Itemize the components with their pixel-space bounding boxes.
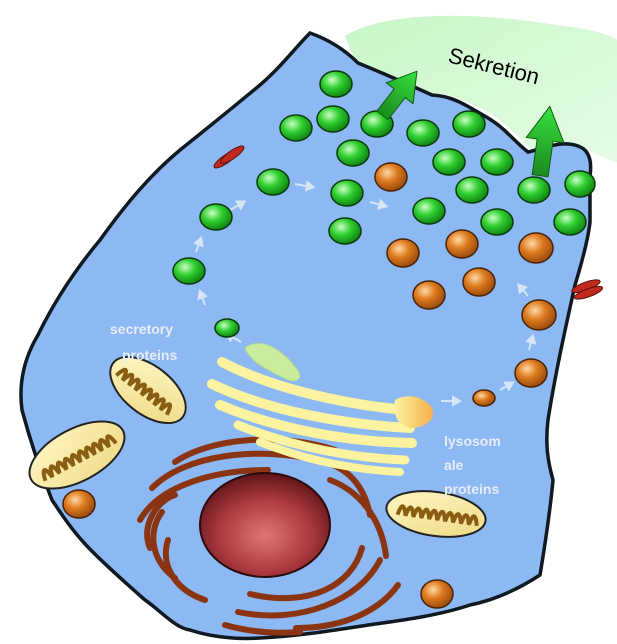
lysosomal-vesicle xyxy=(387,239,419,267)
secretory-vesicle xyxy=(518,177,550,203)
secretory-vesicle xyxy=(413,198,445,224)
lysosomal-vesicle xyxy=(473,390,495,406)
nucleus xyxy=(200,473,330,577)
lysosomal-proteins-label-line3: proteins xyxy=(444,481,499,497)
secretory-vesicle xyxy=(453,111,485,137)
secretory-vesicle xyxy=(280,115,312,141)
secretory-vesicle xyxy=(554,209,586,235)
lysosomal-vesicle xyxy=(413,281,445,309)
secretory-vesicle xyxy=(481,209,513,235)
secretory-vesicle xyxy=(481,149,513,175)
secretory-vesicle xyxy=(407,120,439,146)
secretory-vesicle xyxy=(173,258,205,284)
secretory-vesicle xyxy=(215,319,239,337)
secretory-vesicle xyxy=(200,204,232,230)
secretory-vesicle xyxy=(317,106,349,132)
secretory-proteins-label-line2: proteins xyxy=(122,347,177,363)
secretory-vesicle xyxy=(320,71,352,97)
lysosomal-vesicle xyxy=(522,300,556,330)
lysosomal-vesicle xyxy=(63,490,95,518)
secretory-vesicle xyxy=(331,180,363,206)
secretory-vesicle xyxy=(456,177,488,203)
secretory-vesicle xyxy=(329,218,361,244)
secretory-proteins-label-line1: secretory xyxy=(110,321,173,337)
lysosomal-vesicle xyxy=(519,233,553,263)
lysosomal-vesicle xyxy=(463,268,495,296)
secretory-vesicle xyxy=(433,149,465,175)
secretory-vesicle xyxy=(337,140,369,166)
lysosomal-proteins-label-line1: lysosom xyxy=(444,433,501,449)
lysosomal-vesicle xyxy=(446,230,478,258)
secretory-vesicle xyxy=(565,171,595,197)
lysosomal-vesicle xyxy=(421,580,453,608)
secretory-vesicle xyxy=(257,169,289,195)
lysosomal-vesicle xyxy=(515,359,547,387)
lysosomal-vesicle xyxy=(375,163,407,191)
lysosomal-proteins-label-line2: ale xyxy=(444,457,464,473)
